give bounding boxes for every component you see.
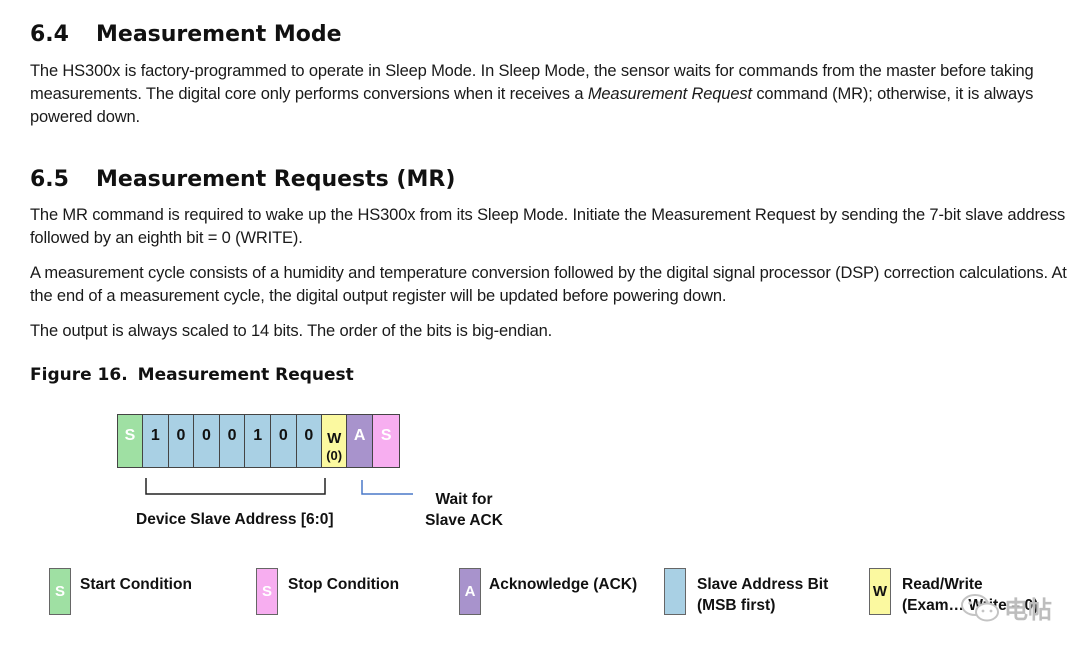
- legend-text: Stop Condition: [288, 576, 400, 593]
- legend-swatch-ack: A: [459, 568, 481, 615]
- legend-label-read-write: Read/Write (Exam… Write = 0): [902, 574, 1038, 616]
- figure-caption: Figure 16. Measurement Request: [30, 365, 354, 385]
- legend-label-ack: Acknowledge (ACK): [489, 574, 637, 595]
- section-heading-6-4: 6.4 Measurement Mode: [30, 22, 342, 47]
- section-title: Measurement Mode: [96, 22, 342, 47]
- read-write-symbol: W: [327, 429, 342, 447]
- address-bit-2: 1: [245, 415, 271, 467]
- acknowledge-cell: A: [347, 415, 374, 467]
- ack-bracket: [361, 480, 413, 495]
- chat-bubble-icon: [961, 593, 999, 621]
- legend-text: Read/Write: [902, 576, 983, 593]
- watermark: 电帖: [960, 590, 1052, 625]
- ack-label-line: Wait for: [435, 491, 493, 508]
- legend-text: Slave Address Bit: [697, 576, 829, 593]
- paragraph-mr-command: The MR command is required to wake up th…: [30, 206, 1066, 247]
- ack-label-line: Slave ACK: [425, 512, 503, 529]
- measurement-request-frame: S 1 0 0 0 1 0 0 W (0) A S: [117, 414, 401, 468]
- legend-text: (MSB first): [697, 597, 776, 614]
- start-condition-cell: S: [118, 415, 143, 467]
- read-write-value: (0): [326, 447, 343, 463]
- paragraph-text: command (MR); otherwise, it is always po…: [30, 85, 1034, 126]
- legend-swatch-start: S: [49, 568, 71, 615]
- address-label: Device Slave Address [6:0]: [136, 511, 334, 528]
- figure-title: Measurement Request: [137, 365, 354, 385]
- legend-label-start: Start Condition: [80, 574, 192, 595]
- section-title: Measurement Requests (MR): [96, 167, 456, 192]
- legend-label-address-bit: Slave Address Bit (MSB first): [697, 574, 828, 616]
- section-number: 6.4: [30, 22, 69, 47]
- address-bit-1: 0: [270, 415, 297, 467]
- paragraph-text: The HS300x is factory-programmed to oper…: [30, 62, 1034, 103]
- legend-text: (Exam… Write = 0): [902, 597, 1039, 614]
- legend-swatch-stop: S: [256, 568, 278, 615]
- watermark-text: 电帖: [1004, 597, 1052, 624]
- address-bit-3: 0: [219, 415, 246, 467]
- address-bit-6: 1: [143, 415, 169, 467]
- legend-label-stop: Stop Condition: [288, 574, 399, 595]
- legend-swatch-read-write: W: [869, 568, 891, 615]
- read-write-cell: W (0): [322, 415, 348, 467]
- section-heading-6-5: 6.5 Measurement Requests (MR): [30, 167, 455, 192]
- figure-number: Figure 16.: [30, 365, 128, 385]
- legend-text: Start Condition: [80, 576, 192, 593]
- legend-swatch-address-bit: [664, 568, 686, 615]
- legend-text: Acknowledge (ACK): [489, 576, 638, 593]
- paragraph-measurement-cycle: A measurement cycle consists of a humidi…: [30, 264, 1067, 305]
- paragraph-measurement-mode: The HS300x is factory-programmed to oper…: [30, 60, 1070, 129]
- stop-condition-cell: S: [373, 415, 400, 467]
- address-bit-4: 0: [194, 415, 220, 467]
- address-bit-5: 0: [168, 415, 195, 467]
- paragraph-output-scaling: The output is always scaled to 14 bits. …: [30, 322, 553, 340]
- address-bracket: [145, 478, 326, 495]
- address-bit-0: 0: [296, 415, 323, 467]
- paragraph-emphasis: Measurement Request: [587, 85, 752, 103]
- ack-label: Wait for Slave ACK: [418, 489, 510, 531]
- section-number: 6.5: [30, 167, 69, 192]
